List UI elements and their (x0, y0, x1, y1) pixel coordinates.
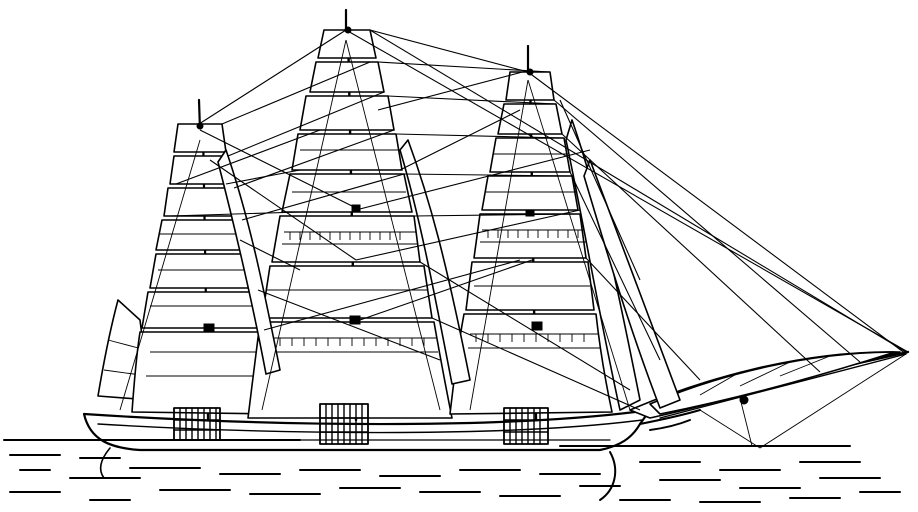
mizzen-mast (131, 98, 277, 441)
staysails (217, 119, 681, 411)
sea-surface (3, 439, 901, 503)
mast-caps (196, 26, 749, 405)
jib-sails (629, 351, 901, 419)
rigging (119, 29, 909, 411)
main-mast (247, 8, 453, 445)
